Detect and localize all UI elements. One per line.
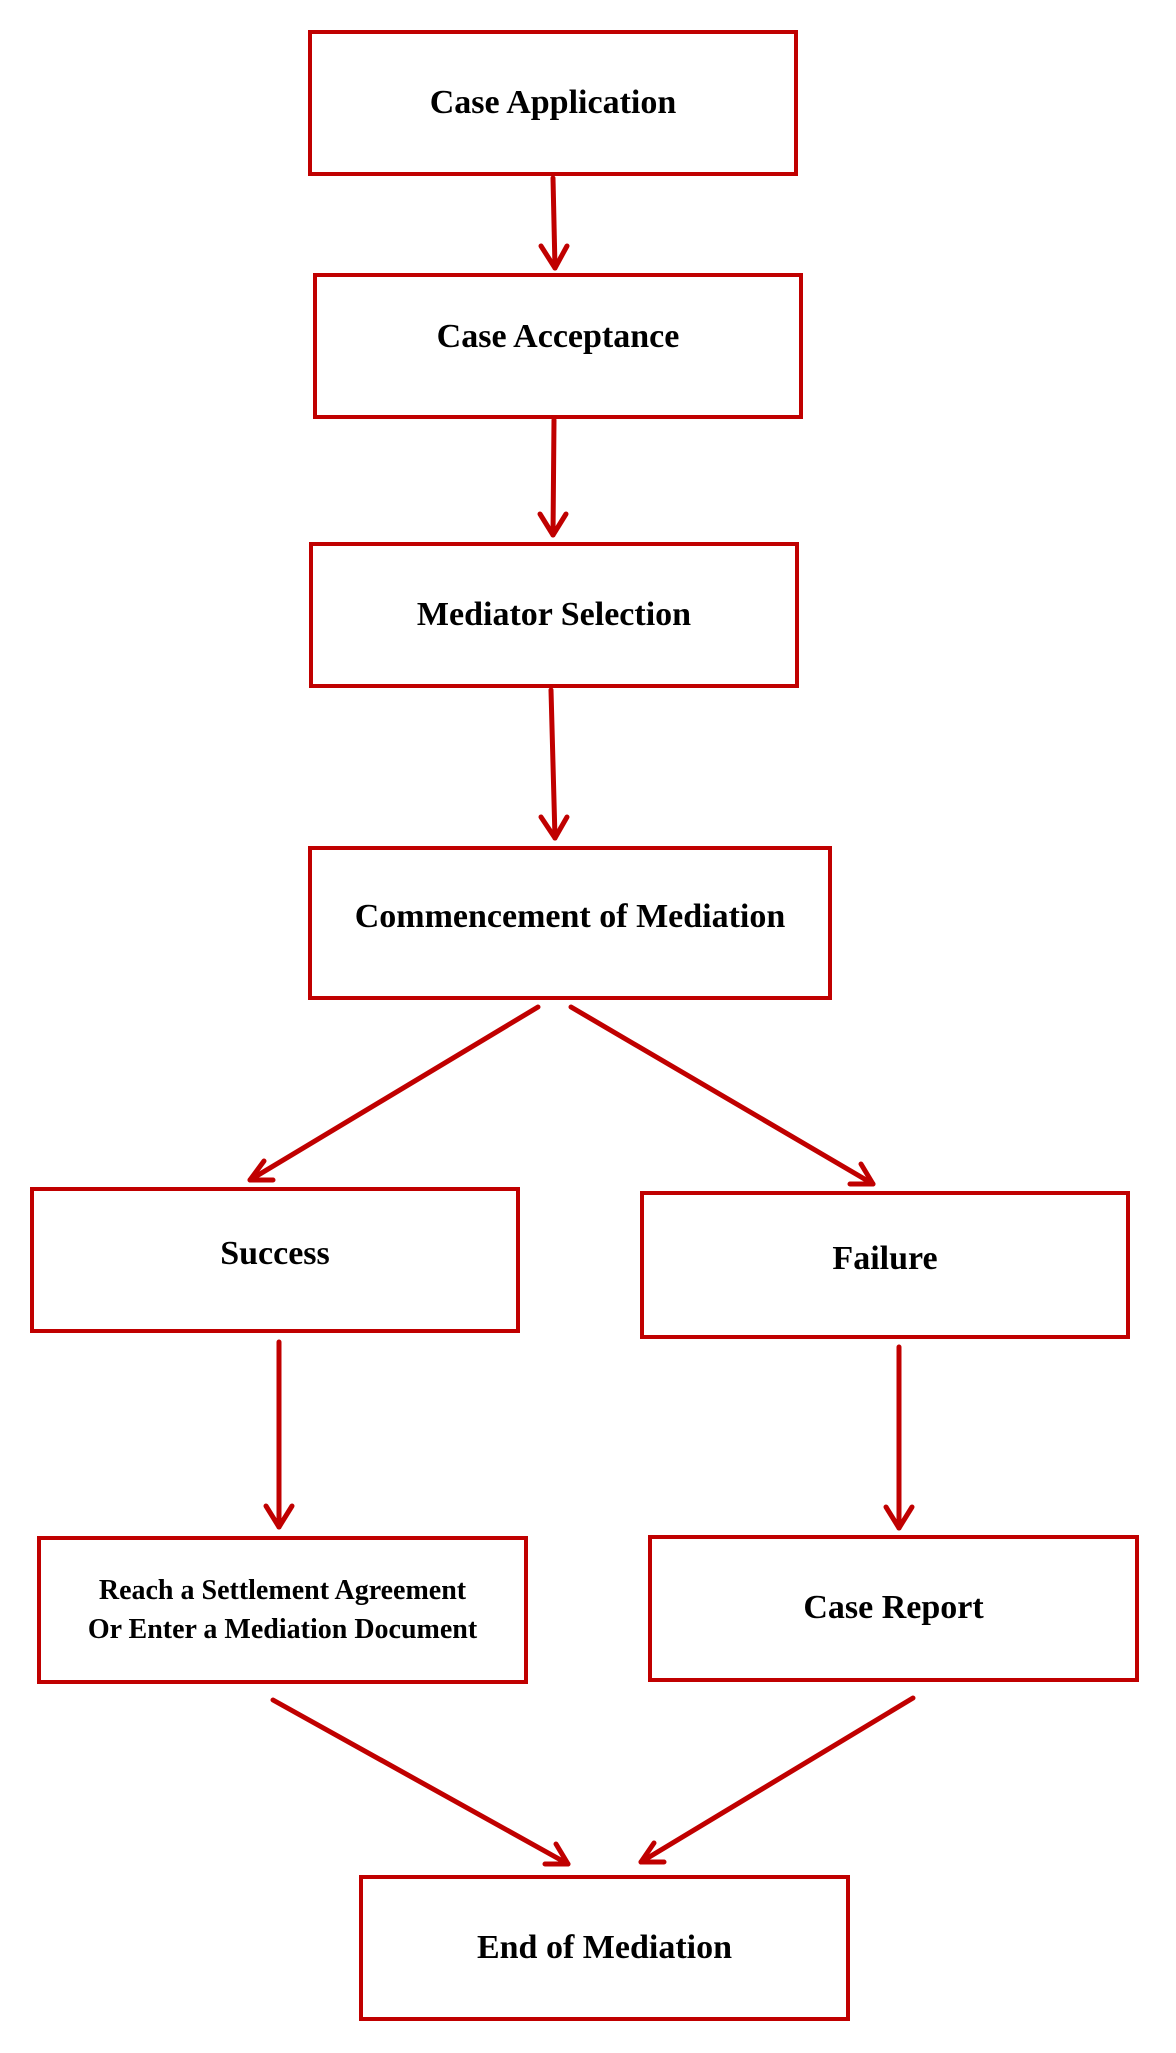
arrow-settlement-to-end [270, 1697, 571, 1867]
node-case-report: Case Report [648, 1535, 1139, 1682]
node-commencement-of-mediation: Commencement of Mediation [308, 846, 832, 1000]
node-label: Case Application [429, 83, 677, 121]
node-label: End of Mediation [476, 1928, 733, 1966]
settlement-line-2: Or Enter a Mediation Document [87, 1614, 478, 1645]
arrow-selection-to-commencement [538, 687, 570, 841]
arrow-success-to-settlement [263, 1339, 295, 1530]
node-failure: Failure [640, 1191, 1130, 1339]
arrow-commencement-to-success [247, 1004, 541, 1183]
arrow-application-to-acceptance [538, 175, 570, 271]
node-end-of-mediation: End of Mediation [359, 1875, 850, 2021]
settlement-line-1: Reach a Settlement Agreement [98, 1574, 467, 1606]
arrow-failure-to-report [883, 1344, 915, 1531]
node-settlement-agreement: Reach a Settlement Agreement Or Enter a … [37, 1536, 528, 1684]
arrow-commencement-to-failure [568, 1004, 876, 1187]
node-success: Success [30, 1187, 520, 1333]
node-label: Case Acceptance [436, 317, 680, 355]
node-label: Reach a Settlement Agreement Or Enter a … [88, 1571, 477, 1649]
node-label: Case Report [803, 1589, 984, 1627]
node-label: Mediator Selection [416, 595, 692, 633]
node-mediator-selection: Mediator Selection [309, 542, 799, 688]
arrow-report-to-end [638, 1695, 916, 1865]
node-case-application: Case Application [308, 30, 798, 176]
node-label: Failure [832, 1239, 938, 1277]
node-label: Success [220, 1234, 330, 1272]
arrow-acceptance-to-selection [537, 417, 569, 538]
node-case-acceptance: Case Acceptance [313, 273, 803, 419]
node-label: Commencement of Mediation [354, 897, 786, 935]
